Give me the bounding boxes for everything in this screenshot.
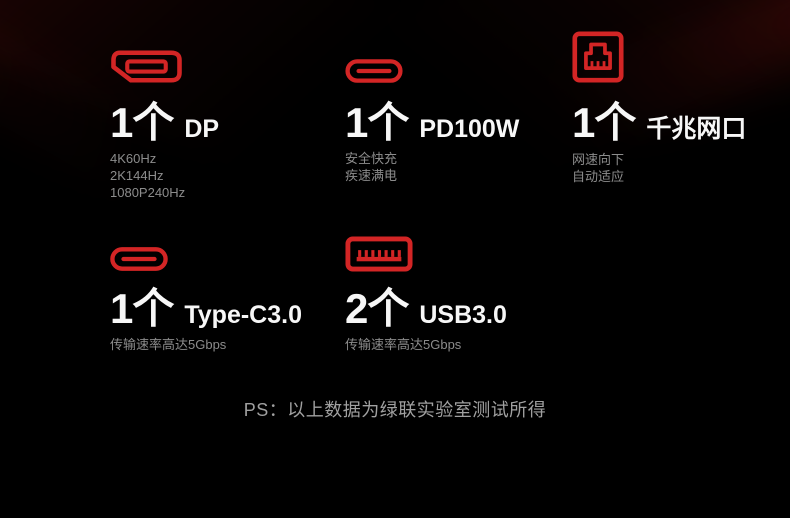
feature-details: 传输速率高达5Gbps (110, 336, 302, 353)
usb-a-icon (345, 236, 507, 272)
port-count: 2个 (345, 285, 409, 332)
detail-line: 传输速率高达5Gbps (110, 337, 227, 352)
port-count: 1个 (110, 99, 174, 146)
detail-line: 疾速满电 (345, 168, 398, 183)
detail-line: 4K60Hz (110, 151, 157, 166)
detail-line: 网速向下 (572, 152, 625, 167)
usb-c-icon (110, 236, 302, 272)
port-label: 千兆网口 (646, 115, 747, 143)
displayport-icon (110, 31, 219, 83)
port-label: PD100W (419, 115, 520, 143)
port-count: 1个 (572, 99, 636, 146)
lab-test-footnote: PS：以上数据为绿联实验室测试所得 (243, 400, 547, 420)
ethernet-icon (572, 31, 746, 83)
port-label: Type-C3.0 (184, 301, 302, 329)
port-label: USB3.0 (419, 301, 507, 329)
detail-line: 传输速率高达5Gbps (345, 337, 462, 352)
feature-title: 1个 千兆网口 (572, 102, 746, 145)
feature-dp: 1个 DP 4K60Hz 2K144Hz 1080P240Hz (110, 31, 219, 201)
feature-details: 传输速率高达5Gbps (345, 336, 507, 353)
feature-title: 1个 DP (110, 102, 219, 144)
feature-gigabit-lan: 1个 千兆网口 网速向下 自动适应 (572, 31, 746, 185)
feature-details: 网速向下 自动适应 (572, 151, 746, 185)
feature-details: 安全快充 疾速满电 (345, 150, 519, 184)
feature-title: 2个 USB3.0 (345, 288, 507, 330)
feature-title: 1个 Type-C3.0 (110, 288, 302, 330)
usb-c-icon (345, 31, 519, 83)
detail-line: 自动适应 (572, 169, 625, 184)
feature-details: 4K60Hz 2K144Hz 1080P240Hz (110, 150, 219, 201)
detail-line: 1080P240Hz (110, 185, 186, 200)
feature-type-c: 1个 Type-C3.0 传输速率高达5Gbps (110, 236, 302, 353)
feature-pd100w: 1个 PD100W 安全快充 疾速满电 (345, 31, 519, 184)
port-count: 1个 (345, 99, 409, 146)
port-label: DP (184, 115, 220, 143)
detail-line: 2K144Hz (110, 168, 164, 183)
feature-title: 1个 PD100W (345, 102, 519, 144)
feature-usb3: 2个 USB3.0 传输速率高达5Gbps (345, 236, 507, 353)
port-count: 1个 (110, 285, 174, 332)
detail-line: 安全快充 (345, 151, 398, 166)
